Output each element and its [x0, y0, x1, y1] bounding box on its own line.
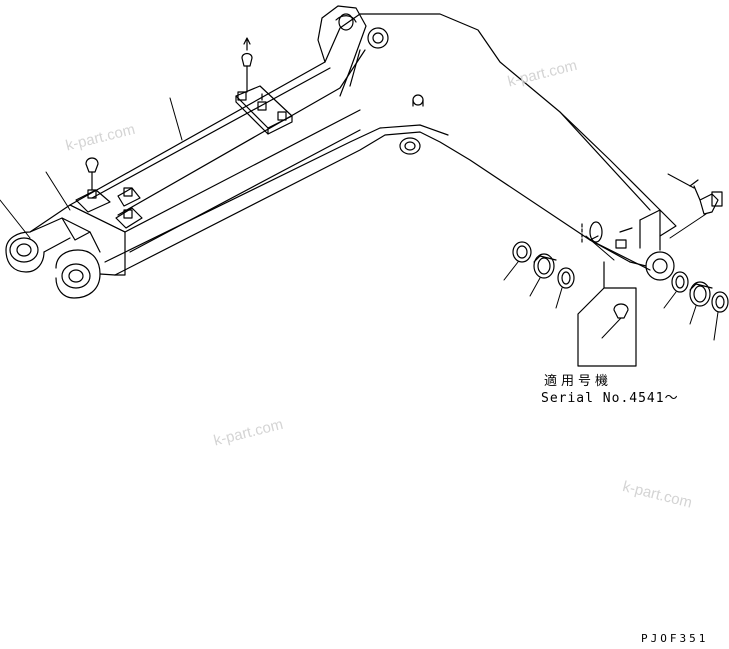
grease-plate-top [235, 85, 293, 135]
leader-lines-left [0, 97, 183, 239]
bushing-group-right [663, 271, 729, 341]
grease-plate-left [75, 187, 143, 229]
grease-fitting-elbow [667, 173, 723, 239]
grease-fitting-cap-top [241, 37, 253, 93]
boom-cylinder-bracket [317, 5, 389, 97]
boom-nose [581, 209, 677, 281]
boom-body [69, 13, 661, 276]
serial-label-jp: 適用号機 [544, 374, 613, 389]
serial-callout [577, 261, 637, 367]
grease-fitting-cap-left [85, 157, 99, 191]
bushing-group-left [503, 241, 575, 309]
drawing-code: PJOF351 [641, 632, 709, 645]
serial-number-text: Serial No.4541～ [541, 391, 679, 406]
boom-foot [5, 204, 126, 299]
